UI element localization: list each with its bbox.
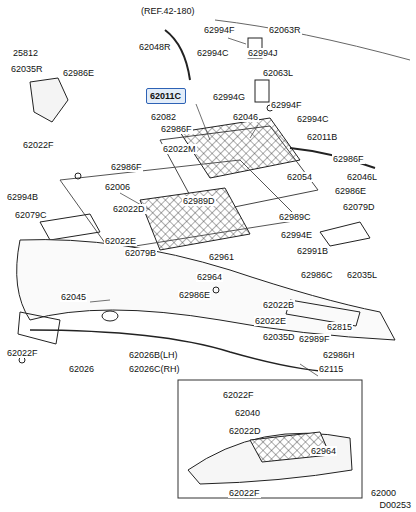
- callout-number: 62011C: [150, 91, 182, 101]
- callout-number: 62035L: [346, 270, 378, 280]
- callout-number: 62045: [60, 292, 87, 302]
- callout-number: 62011B: [306, 132, 338, 142]
- bumper-face: [17, 240, 395, 340]
- callout-number: 62022E: [254, 316, 287, 326]
- callout-number: 25812: [12, 48, 39, 58]
- callout-number: 62961: [208, 252, 235, 262]
- callout-number: 62046L: [346, 172, 378, 182]
- clip: [213, 287, 219, 293]
- callout-number: 62991B: [296, 246, 329, 256]
- hood-edge: [215, 20, 410, 60]
- callout-number: 62986F: [110, 162, 143, 172]
- callout-number: 62026: [68, 364, 95, 374]
- grille-support: [160, 126, 318, 214]
- trim-strip: [165, 30, 190, 80]
- callout-number: 62046: [232, 112, 259, 122]
- callout-number: 62040: [234, 408, 261, 418]
- callout-number: 62986H: [322, 350, 356, 360]
- callout-number: 62022F: [228, 488, 261, 498]
- callout-number: 62022M: [162, 144, 197, 154]
- callout-number: 62063R: [268, 25, 302, 35]
- callout-number: 62986E: [178, 290, 211, 300]
- callout-number: 62994J: [247, 48, 279, 58]
- callout-number: 62986C: [300, 270, 334, 280]
- callout-number: (REF.42-180): [140, 6, 196, 16]
- side-bracket: [30, 78, 68, 122]
- callout-number: 62989F: [298, 334, 331, 344]
- callout-number: 62063L: [262, 68, 294, 78]
- callout-number: 62964: [196, 272, 223, 282]
- fog-hole: [102, 311, 118, 321]
- callout-number: 62994E: [280, 230, 313, 240]
- callout-number: D00253: [378, 500, 412, 510]
- clip: [75, 173, 81, 179]
- trim-strip: [290, 148, 375, 168]
- bracket: [255, 80, 269, 102]
- reinforcement: [60, 160, 300, 250]
- callout-number: 62994F: [203, 25, 236, 35]
- callout-number: 62994F: [270, 100, 303, 110]
- callout-number: 62079B: [124, 248, 157, 258]
- callout-number: 62035D: [262, 332, 296, 342]
- side-bracket: [320, 222, 370, 246]
- callout-number: 62022D: [112, 204, 146, 214]
- callout-number: 62026B(LH): [128, 350, 179, 360]
- callout-number: 62000: [370, 488, 397, 498]
- callout-number: 62026C(RH): [128, 364, 181, 374]
- callout-number: 62079C: [14, 210, 48, 220]
- callout-number: 62994C: [296, 114, 330, 124]
- side-spoiler: [18, 312, 60, 344]
- callout-number: 62006: [104, 182, 131, 192]
- callout-number: 62082: [150, 112, 177, 122]
- callout-number: 62022D: [228, 426, 262, 436]
- callout-number: 62022F: [222, 390, 255, 400]
- callout-number: 62022F: [22, 140, 55, 150]
- upper-grille: [180, 118, 300, 178]
- callout-number: 62022E: [104, 236, 137, 246]
- callout-number: 62022B: [262, 300, 295, 310]
- callout-number: 62986E: [334, 186, 367, 196]
- callout-number: 62964: [310, 446, 337, 456]
- side-bracket: [40, 214, 100, 240]
- callout-number: 62115: [318, 364, 344, 374]
- callout-number: 62986F: [160, 124, 193, 134]
- inset-frame: [178, 380, 362, 498]
- callout-number: 62022F: [6, 348, 39, 358]
- lower-grille: [140, 188, 250, 250]
- callout-number: 62815: [326, 322, 353, 332]
- callout-number: 62994G: [212, 92, 246, 102]
- callout-number: 62989D: [182, 196, 216, 206]
- callout-number: 62986E: [62, 68, 95, 78]
- callout-number: 62989C: [278, 212, 312, 222]
- callout-number: 62994C: [196, 48, 230, 58]
- callout-number: 62054: [286, 172, 313, 182]
- callout-number: 62994B: [6, 192, 39, 202]
- part-number-box: 62011C: [146, 88, 186, 104]
- callout-number: 62986F: [332, 154, 365, 164]
- callout-number: 62048R: [138, 42, 172, 52]
- callout-number: 62079D: [342, 202, 376, 212]
- callout-number: 62035R: [10, 64, 44, 74]
